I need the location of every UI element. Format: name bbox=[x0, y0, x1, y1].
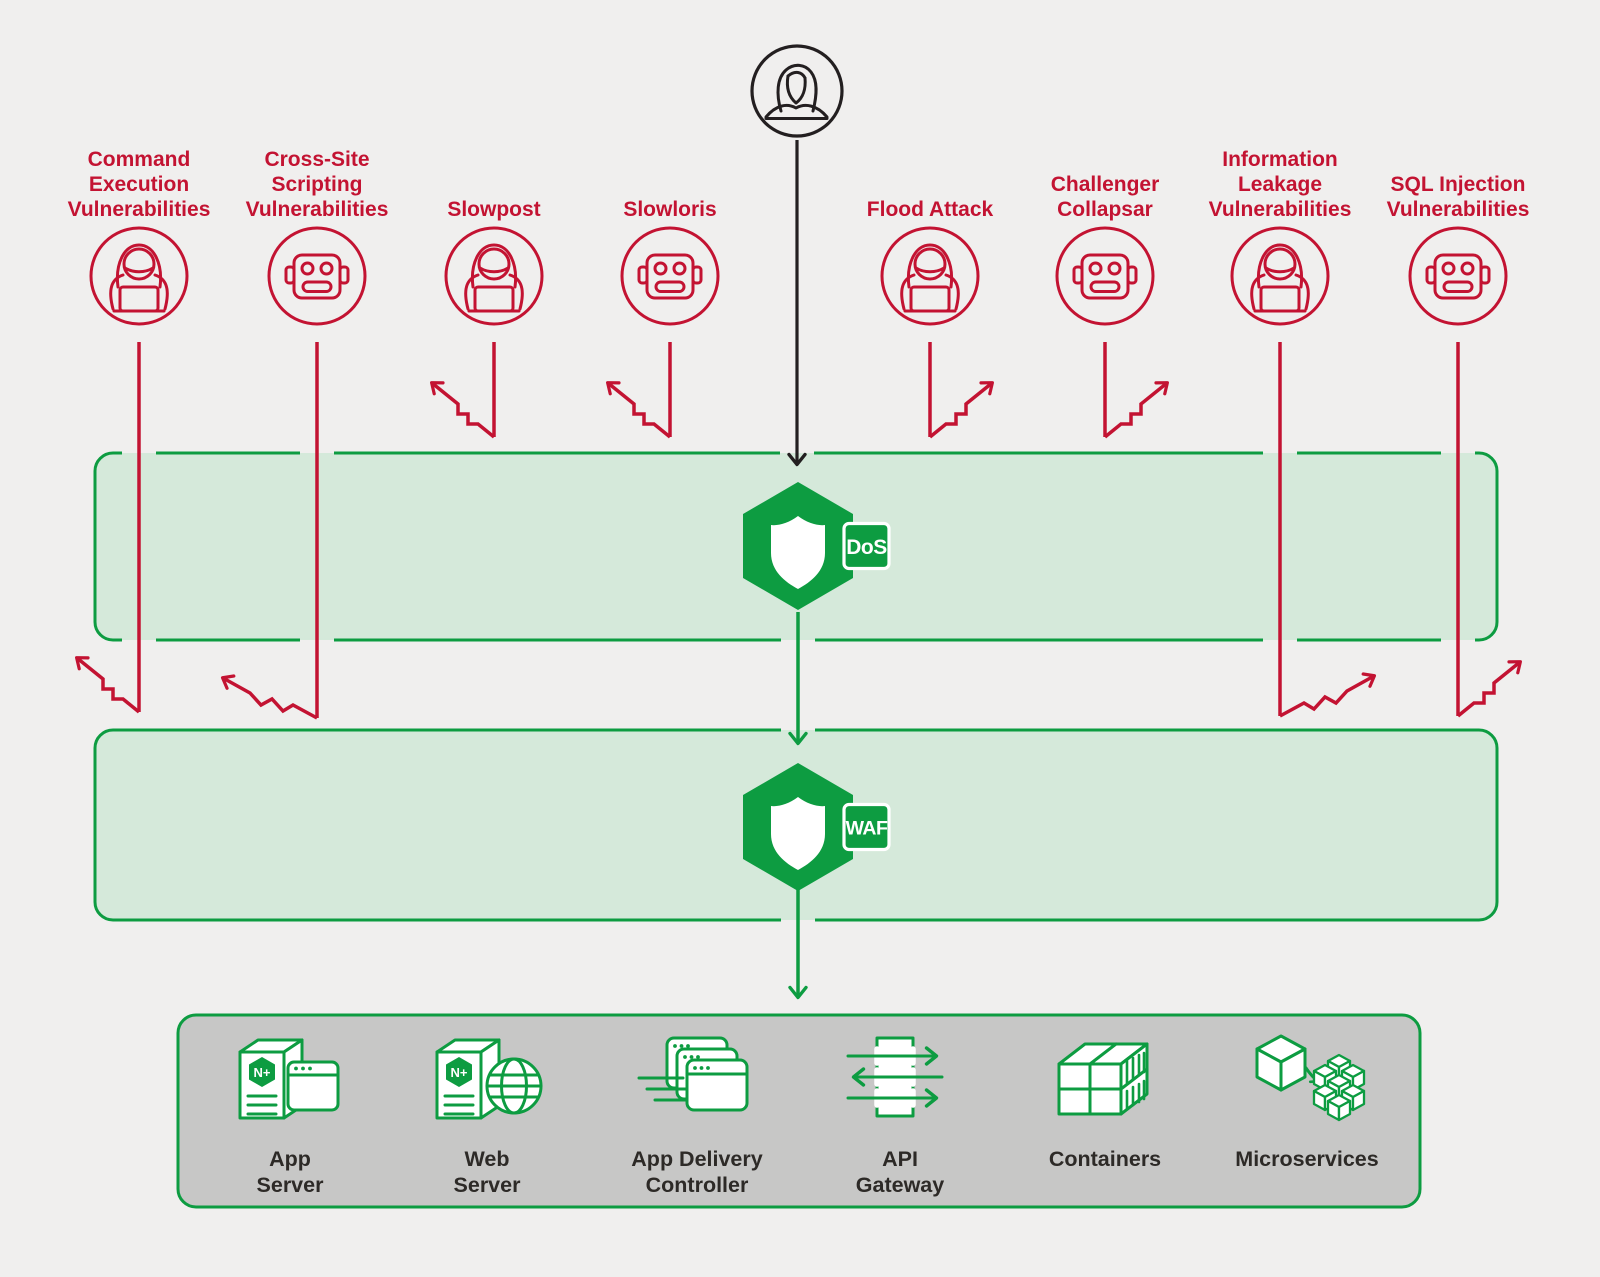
microservices-icon bbox=[1255, 1034, 1366, 1122]
attack-lines bbox=[75, 342, 1522, 720]
attack-label-sql-injection: SQL Injection Vulnerabilities bbox=[1386, 173, 1530, 221]
attack-label-xss: Cross-Site Scripting Vulnerabilities bbox=[245, 148, 389, 221]
app-delivery-controller-icon bbox=[637, 1036, 749, 1112]
infra-label-app-server: App Server bbox=[256, 1147, 324, 1197]
infra-label-microservices: Microservices bbox=[1235, 1147, 1379, 1171]
containers-icon bbox=[1057, 1042, 1149, 1116]
infra-label-web-server: Web Server bbox=[453, 1147, 521, 1197]
dos-badge: DoS bbox=[842, 521, 891, 571]
nginx-plus-badge: N+ bbox=[451, 1065, 468, 1080]
attack-label-slowpost: Slowpost bbox=[447, 198, 541, 221]
nginx-plus-badge: N+ bbox=[254, 1065, 271, 1080]
web-server-icon: N+ bbox=[435, 1038, 543, 1120]
hacker-icon-flood-attack bbox=[880, 226, 980, 326]
deflect-arrow-command-execution bbox=[75, 656, 141, 714]
waf-badge: WAF bbox=[842, 802, 891, 852]
deflect-arrow-sql-injection bbox=[1456, 660, 1522, 718]
waf-badge-label: WAF bbox=[846, 818, 888, 840]
deflect-arrow-slowpost bbox=[430, 381, 496, 439]
infra-label-containers: Containers bbox=[1048, 1147, 1162, 1171]
infra-label-app-delivery-controller: App Delivery Controller bbox=[631, 1147, 763, 1197]
bot-icon-xss bbox=[267, 226, 367, 326]
deflect-arrow-information-leakage bbox=[1279, 672, 1377, 718]
hacker-icon-slowpost bbox=[444, 226, 544, 326]
dos-badge-label: DoS bbox=[846, 536, 887, 559]
attack-label-challenger-collapsar: Challenger Collapsar bbox=[1050, 173, 1160, 221]
bot-icon-challenger-collapsar bbox=[1055, 226, 1155, 326]
deflect-arrow-flood-attack bbox=[928, 381, 994, 439]
user-icon bbox=[750, 44, 844, 138]
deflect-arrow-slowloris bbox=[606, 381, 672, 439]
bot-icon-sql-injection bbox=[1408, 226, 1508, 326]
deflect-arrow-challenger-collapsar bbox=[1103, 381, 1169, 439]
app-server-icon: N+ bbox=[238, 1038, 340, 1120]
bot-icon-slowloris bbox=[620, 226, 720, 326]
api-gateway-icon bbox=[846, 1036, 944, 1118]
attack-label-information-leakage: Information Leakage Vulnerabilities bbox=[1208, 148, 1352, 221]
hacker-icon-information-leakage bbox=[1230, 226, 1330, 326]
attack-label-slowloris: Slowloris bbox=[623, 198, 717, 221]
hacker-icon-command-execution bbox=[89, 226, 189, 326]
deflect-arrow-xss bbox=[220, 674, 318, 720]
attack-label-command-execution: Command Execution Vulnerabilities bbox=[67, 148, 211, 221]
infra-label-api-gateway: API Gateway bbox=[855, 1147, 945, 1197]
microservice-cubes bbox=[1312, 1053, 1366, 1122]
attack-label-flood-attack: Flood Attack bbox=[866, 198, 994, 221]
